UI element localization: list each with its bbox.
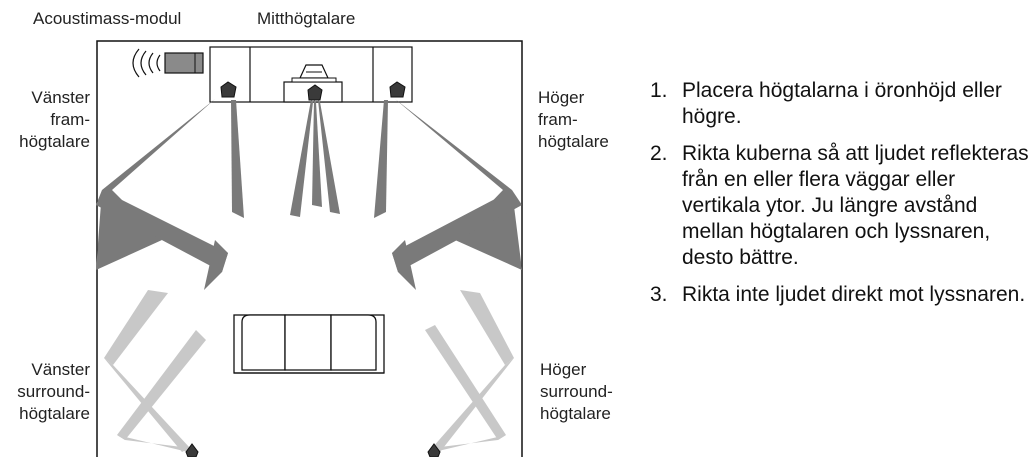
- tv-icon: [291, 64, 337, 83]
- front-beams: [96, 99, 522, 270]
- right-surround-speaker-icon: [427, 443, 441, 457]
- center-speaker-icon: [307, 84, 323, 101]
- left-surround-label: Vänster surround- högtalare: [17, 360, 90, 423]
- step-text: Rikta kuberna så att ljudet reflekteras …: [682, 142, 1029, 269]
- right-front-speaker-icon: [389, 81, 406, 98]
- sofa-icon: [233, 314, 385, 374]
- left-front-speaker-icon: [220, 81, 237, 98]
- right-surround-label: Höger surround- högtalare: [540, 360, 613, 423]
- instruction-item: 2. Rikta kuberna så att ljudet reflekter…: [650, 141, 1030, 271]
- step-number: 3.: [650, 283, 668, 306]
- step-number: 2.: [650, 142, 668, 165]
- acoustimass-module-icon: [132, 48, 204, 78]
- left-front-label: Vänster fram- högtalare: [19, 88, 90, 151]
- instructions-list: 1. Placera högtalarna i öronhöjd eller h…: [650, 78, 1030, 319]
- surround-beams: [104, 290, 514, 452]
- step-text: Placera högtalarna i öronhöjd eller högr…: [682, 79, 1002, 128]
- instruction-item: 1. Placera högtalarna i öronhöjd eller h…: [650, 78, 1030, 130]
- room-diagram: [96, 40, 523, 457]
- step-number: 1.: [650, 79, 668, 102]
- instruction-item: 3. Rikta inte ljudet direkt mot lyssnare…: [650, 282, 1030, 308]
- left-surround-speaker-icon: [185, 443, 199, 457]
- step-text: Rikta inte ljudet direkt mot lyssnaren.: [682, 283, 1026, 306]
- right-front-label: Höger fram- högtalare: [538, 88, 609, 151]
- acoustimass-label: Acoustimass-modul: [33, 9, 182, 28]
- center-speaker-label: Mitthögtalare: [257, 9, 356, 28]
- front-wide-beams: [96, 190, 522, 290]
- room-outline: [96, 40, 523, 457]
